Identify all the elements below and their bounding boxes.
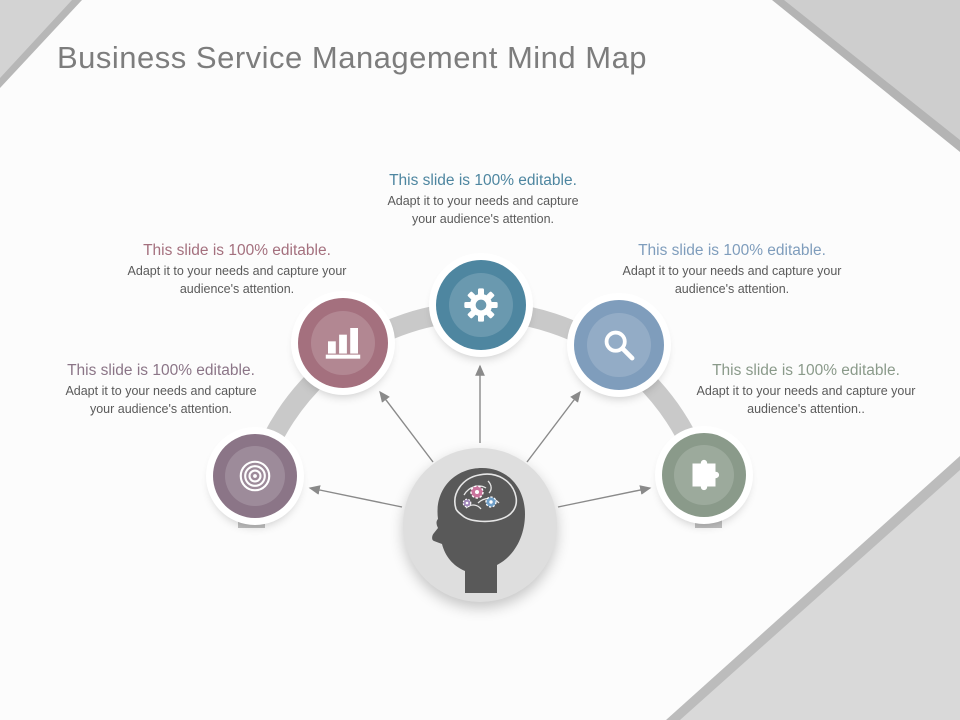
node-bar-chart (298, 298, 388, 388)
node-puzzle-inner (673, 444, 735, 506)
node-puzzle (662, 433, 746, 517)
puzzle-icon (692, 459, 720, 491)
block-body: Adapt it to your needs and capture your … (696, 384, 916, 416)
block-body: Adapt it to your needs and capture your … (65, 384, 257, 416)
arrow-to-search-node (526, 390, 581, 463)
node-search-inner (586, 312, 652, 378)
node-target-inner (224, 445, 286, 507)
block-heading: This slide is 100% editable. (143, 242, 331, 259)
gear-icon (464, 288, 498, 322)
text-block-right: This slide is 100% editable. Adapt it to… (694, 362, 918, 418)
text-block-top: This slide is 100% editable. Adapt it to… (383, 172, 583, 228)
head-circle (403, 448, 557, 602)
brain-gear-pink-hub (475, 490, 479, 494)
arrow-to-target-node (308, 485, 403, 508)
node-search (574, 300, 664, 390)
block-body: Adapt it to your needs and capture your … (127, 264, 347, 296)
block-body: Adapt it to your needs and capture your … (387, 194, 579, 226)
node-target (213, 434, 297, 518)
node-gear (436, 260, 526, 350)
brain-gear-blue-hub (489, 500, 493, 504)
node-bar-chart-inner (310, 310, 376, 376)
arrow-to-bar-chart-node (379, 390, 434, 463)
search-icon (604, 330, 635, 361)
brain-gear-purple-hub (465, 501, 469, 505)
text-block-upper-right: This slide is 100% editable. Adapt it to… (622, 242, 842, 298)
block-heading: This slide is 100% editable. (67, 362, 255, 379)
block-heading: This slide is 100% editable. (712, 362, 900, 379)
text-block-left: This slide is 100% editable. Adapt it to… (52, 362, 270, 418)
target-icon (239, 460, 271, 492)
head-brain-icon (432, 468, 525, 593)
arrow-to-puzzle-node (557, 485, 652, 508)
node-gear-inner (448, 272, 514, 338)
brain-outline (454, 473, 518, 523)
bar-chart-icon (325, 327, 361, 359)
block-heading: This slide is 100% editable. (638, 242, 826, 259)
block-body: Adapt it to your needs and capture your … (622, 264, 842, 296)
block-heading: This slide is 100% editable. (389, 172, 577, 189)
slide-title: Business Service Management Mind Map (57, 40, 648, 75)
text-block-upper-left: This slide is 100% editable. Adapt it to… (127, 242, 347, 298)
